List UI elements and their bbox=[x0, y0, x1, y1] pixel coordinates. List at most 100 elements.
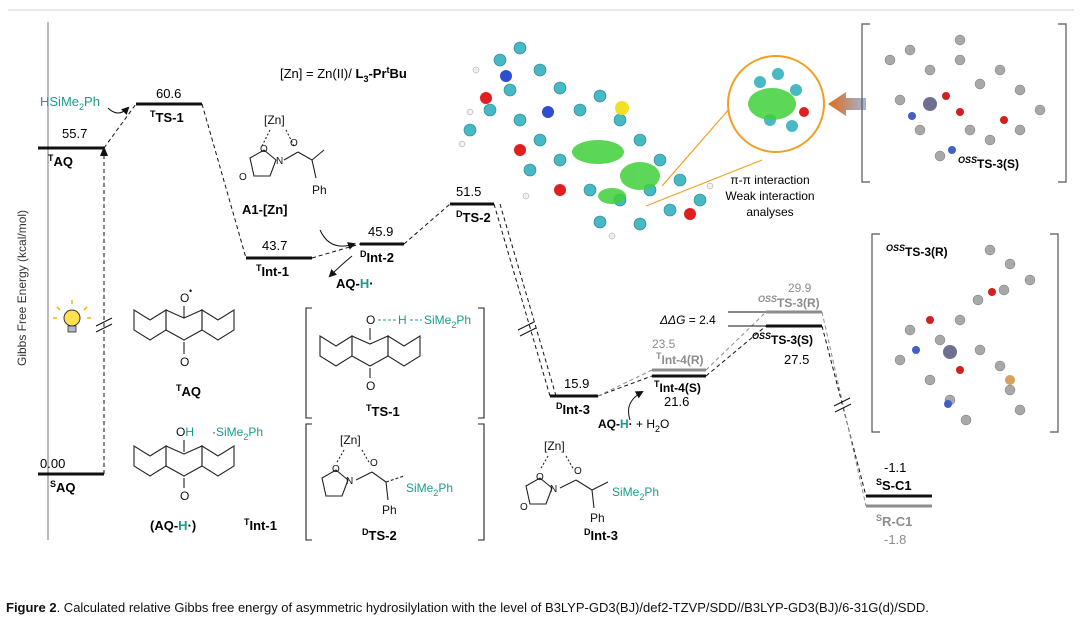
label-a1-zn: A1-[Zn] bbox=[242, 202, 288, 217]
svg-text:Ph: Ph bbox=[312, 183, 327, 197]
reagent-arrow bbox=[107, 106, 130, 116]
label-SC1: SS-C1 bbox=[876, 477, 912, 493]
excitation-arrowhead bbox=[100, 146, 108, 156]
label-TAQ: TAQ bbox=[48, 153, 73, 169]
svg-text:O: O bbox=[290, 138, 298, 149]
level-TS3R: 29.9 OSSTS-3(R) bbox=[758, 281, 822, 314]
svg-text:O: O bbox=[366, 313, 375, 327]
reagent-hsime2ph: HSiMe2Ph bbox=[40, 94, 100, 112]
svg-text:H: H bbox=[398, 313, 407, 327]
ts3r-structure-box: OSSTS-3(R) bbox=[871, 233, 1059, 433]
svg-text:O: O bbox=[536, 472, 544, 483]
label-DInt2: DInt-2 bbox=[360, 249, 394, 265]
energy-TInt4S: 21.6 bbox=[664, 394, 689, 409]
molecular-model-3d bbox=[458, 41, 714, 240]
level-DTS2: 51.5 DTS-2 bbox=[450, 184, 494, 225]
energy-TAQ: 55.7 bbox=[62, 126, 87, 141]
structure-dts2: [Zn] O N O Ph SiMe2Ph bbox=[305, 423, 485, 541]
aqh-label: AQ-H· bbox=[336, 276, 374, 291]
level-TInt4S: TInt-4(S) 21.6 bbox=[652, 374, 706, 409]
label-TInt4R: TInt-4(R) bbox=[656, 351, 704, 367]
aqh-water-arrow bbox=[628, 391, 644, 421]
svg-text:O: O bbox=[180, 489, 189, 503]
svg-text:O: O bbox=[239, 172, 247, 183]
energy-SAQ: 0.00 bbox=[40, 456, 65, 471]
energy-TS3S: 27.5 bbox=[784, 352, 809, 367]
weak-interaction-label: Weak interaction bbox=[725, 189, 814, 203]
svg-text:O: O bbox=[260, 144, 268, 155]
aqh-release-arrow bbox=[328, 255, 353, 278]
axis-break-marks bbox=[95, 317, 852, 413]
energy-DTS2: 51.5 bbox=[456, 184, 481, 199]
label-TInt1: TInt-1 bbox=[256, 263, 289, 279]
level-DInt3: 15.9 DInt-3 bbox=[550, 376, 598, 417]
energy-DInt2: 45.9 bbox=[368, 224, 393, 239]
label-dts2-structure: DTS-2 bbox=[362, 527, 397, 543]
y-axis-label: Gibbs Free Energy (kcal/mol) bbox=[15, 210, 29, 366]
label-TS3S: OSSTS-3(S) bbox=[752, 331, 813, 347]
label-ts3r-box: OSSTS-3(R) bbox=[886, 243, 948, 259]
a1-zn-arrow bbox=[319, 229, 356, 250]
svg-text:N: N bbox=[346, 476, 353, 487]
svg-text:OH: OH bbox=[176, 425, 194, 439]
level-DInt2: 45.9 DInt-2 bbox=[360, 224, 404, 265]
svg-text:•: • bbox=[189, 286, 192, 296]
level-RC1: SR-C1 -1.8 bbox=[866, 504, 932, 547]
reaction-path-minor bbox=[597, 311, 867, 507]
structure-dint3: [Zn] O O N O Ph SiMe2Ph bbox=[520, 439, 659, 525]
svg-text:O: O bbox=[180, 355, 189, 369]
svg-text:O: O bbox=[366, 379, 375, 393]
label-aqh: (AQ-H·) bbox=[150, 518, 196, 533]
ddg-label: ΔΔG = 2.4 bbox=[659, 313, 716, 327]
svg-text:O: O bbox=[332, 464, 340, 475]
label-tint1-structure: TInt-1 bbox=[244, 517, 277, 533]
structure-taq: O • O bbox=[133, 286, 235, 369]
label-RC1: SR-C1 bbox=[876, 513, 912, 529]
structure-tts1: O H SiMe2Ph O bbox=[305, 307, 485, 419]
svg-text:O: O bbox=[180, 291, 189, 305]
aqh-water-label: AQ-H· + H2O bbox=[598, 417, 669, 434]
svg-text:O: O bbox=[370, 458, 378, 469]
figure-caption: Figure 2. Calculated relative Gibbs free… bbox=[6, 600, 929, 615]
zinc-definition: [Zn] = Zn(II)/ L3-PrtBu bbox=[280, 65, 407, 84]
label-taq-structure: TAQ bbox=[176, 383, 201, 399]
svg-text:[Zn]: [Zn] bbox=[340, 433, 361, 447]
label-TInt4S: TInt-4(S) bbox=[654, 379, 701, 395]
svg-text:SiMe2Ph: SiMe2Ph bbox=[612, 485, 659, 502]
energy-RC1: -1.8 bbox=[884, 532, 906, 547]
svg-text:Ph: Ph bbox=[590, 511, 605, 525]
level-TTS1: 60.6 TTS-1 bbox=[136, 86, 202, 125]
level-TAQ: 55.7 TAQ bbox=[38, 126, 104, 169]
zoom-lens bbox=[645, 55, 825, 207]
svg-text:N: N bbox=[550, 484, 557, 495]
level-TS3S: OSSTS-3(S) 27.5 bbox=[752, 324, 822, 367]
label-DTS2: DTS-2 bbox=[456, 209, 491, 225]
label-tts1-structure: TTS-1 bbox=[366, 403, 400, 419]
zoom-arrow bbox=[828, 92, 866, 116]
energy-TTS1: 60.6 bbox=[156, 86, 181, 101]
level-TInt1: 43.7 TInt-1 bbox=[246, 238, 312, 279]
ts3s-structure-box: OSSTS-3(S) bbox=[861, 23, 1067, 183]
energy-diagram: Gibbs Free Energy (kcal/mol) 0.00 SAQ 55… bbox=[8, 9, 1074, 547]
svg-text:Ph: Ph bbox=[382, 503, 397, 517]
energy-TS3R: 29.9 bbox=[788, 281, 812, 295]
energy-TInt4R: 23.5 bbox=[652, 337, 676, 351]
svg-text:N: N bbox=[276, 156, 283, 167]
label-dint3-structure: DInt-3 bbox=[584, 527, 618, 543]
level-SAQ: 0.00 SAQ bbox=[38, 456, 104, 495]
svg-text:SiMe2Ph: SiMe2Ph bbox=[424, 313, 471, 330]
level-TInt4R: 23.5 TInt-4(R) bbox=[652, 337, 706, 372]
label-TTS1: TTS-1 bbox=[150, 109, 184, 125]
silyl-radical-label: ·SiMe2Ph bbox=[212, 425, 263, 442]
light-bulb-icon bbox=[53, 300, 91, 333]
label-TS3R: OSSTS-3(R) bbox=[758, 294, 820, 310]
energy-SC1: -1.1 bbox=[884, 460, 906, 475]
analyses-label: analyses bbox=[746, 205, 793, 219]
label-SAQ: SAQ bbox=[50, 479, 76, 495]
svg-text:O: O bbox=[574, 466, 582, 477]
structure-a1-zn: [Zn] O O N O Ph bbox=[239, 113, 327, 197]
structure-aqh: OH O bbox=[133, 425, 235, 503]
energy-TInt1: 43.7 bbox=[262, 238, 287, 253]
svg-text:[Zn]: [Zn] bbox=[264, 113, 285, 127]
level-SC1: -1.1 SS-C1 bbox=[866, 460, 932, 498]
